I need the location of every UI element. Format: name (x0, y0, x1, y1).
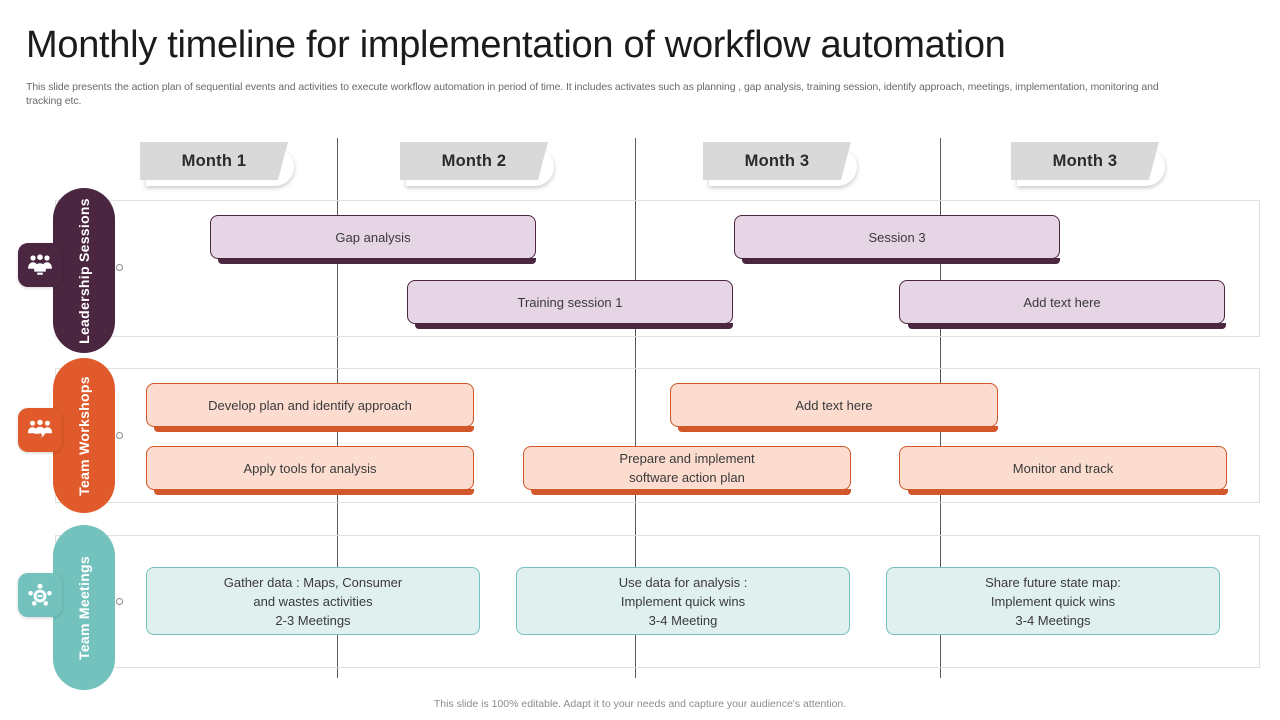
row-connector-leadership (116, 264, 123, 271)
task-bar-develop-plan[interactable]: Develop plan and identify approach (146, 383, 474, 427)
team-group-icon (18, 243, 62, 287)
task-bar-monitor-track[interactable]: Monitor and track (899, 446, 1227, 490)
team-gear-icon-glyph (28, 419, 52, 438)
task-bar-share-future-state-map[interactable]: Share future state map: Implement quick … (886, 567, 1220, 635)
task-bar-label: Gap analysis (335, 229, 411, 245)
bar-underline (154, 489, 474, 495)
page-title: Monthly timeline for implementation of w… (26, 24, 1006, 66)
task-bar-label: Monitor and track (1012, 460, 1114, 476)
task-bar-training-session-1[interactable]: Training session 1 (407, 280, 733, 324)
task-bar-label: Share future state map: Implement quick … (985, 574, 1121, 628)
timeline-chart: Month 1 Month 2 Month 3 Month 3 Lead (0, 130, 1280, 690)
task-bar-apply-tools[interactable]: Apply tools for analysis (146, 446, 474, 490)
category-label: Team Workshops (76, 375, 93, 496)
month-divider-2 (635, 138, 636, 678)
month-chip[interactable]: Month 1 (140, 142, 288, 180)
bar-underline (415, 323, 733, 329)
task-bar-label: Add text here (1023, 294, 1101, 310)
task-bar-use-data-analysis[interactable]: Use data for analysis : Implement quick … (516, 567, 850, 635)
bar-underline (218, 258, 536, 264)
month-chip[interactable]: Month 3 (1011, 142, 1159, 180)
bar-underline (531, 489, 851, 495)
task-bar-workshops-add-text[interactable]: Add text here (670, 383, 998, 427)
month-label: Month 2 (441, 151, 507, 170)
month-chip[interactable]: Month 2 (400, 142, 548, 180)
task-bar-gather-data[interactable]: Gather data : Maps, Consumer and wastes … (146, 567, 480, 635)
task-bar-label: Session 3 (868, 229, 926, 245)
category-label: Team Meetings (76, 555, 92, 660)
bar-underline (154, 426, 474, 432)
task-bar-leadership-add-text[interactable]: Add text here (899, 280, 1225, 324)
month-label: Month 3 (744, 151, 810, 170)
month-header-2[interactable]: Month 2 (400, 142, 554, 186)
month-label: Month 3 (1052, 151, 1118, 170)
task-bar-label: Gather data : Maps, Consumer and wastes … (223, 574, 403, 628)
team-star-icon (18, 573, 62, 617)
month-header-1[interactable]: Month 1 (140, 142, 294, 186)
bar-underline (678, 426, 998, 432)
task-bar-gap-analysis[interactable]: Gap analysis (210, 215, 536, 259)
row-connector-workshops (116, 432, 123, 439)
task-bar-label: Develop plan and identify approach (208, 397, 412, 413)
team-star-icon-glyph (28, 583, 52, 606)
task-bar-label: Apply tools for analysis (243, 460, 377, 476)
bar-underline (908, 323, 1226, 329)
month-header-3[interactable]: Month 3 (703, 142, 857, 186)
category-label: Leadership Sessions (76, 197, 93, 344)
team-gear-icon (18, 408, 62, 452)
row-connector-meetings (116, 598, 123, 605)
month-header-4[interactable]: Month 3 (1011, 142, 1165, 186)
month-chip[interactable]: Month 3 (703, 142, 851, 180)
footer-note: This slide is 100% editable. Adapt it to… (433, 698, 847, 710)
task-bar-label: Use data for analysis : Implement quick … (618, 574, 748, 628)
bar-underline (742, 258, 1060, 264)
task-bar-label: Prepare and implement software action pl… (619, 451, 755, 485)
task-bar-session-3[interactable]: Session 3 (734, 215, 1060, 259)
task-bar-prepare-implement[interactable]: Prepare and implement software action pl… (523, 446, 851, 490)
category-pill-workshops[interactable]: Team Workshops (53, 358, 115, 513)
task-bar-label: Training session 1 (517, 294, 623, 310)
bar-underline (908, 489, 1228, 495)
category-pill-meetings[interactable]: Team Meetings (53, 525, 115, 690)
team-group-icon-glyph (28, 254, 52, 275)
month-label: Month 1 (181, 151, 247, 170)
task-bar-label: Add text here (795, 397, 873, 413)
page-subtitle: This slide presents the action plan of s… (26, 81, 1159, 107)
category-pill-leadership[interactable]: Leadership Sessions (53, 188, 115, 353)
